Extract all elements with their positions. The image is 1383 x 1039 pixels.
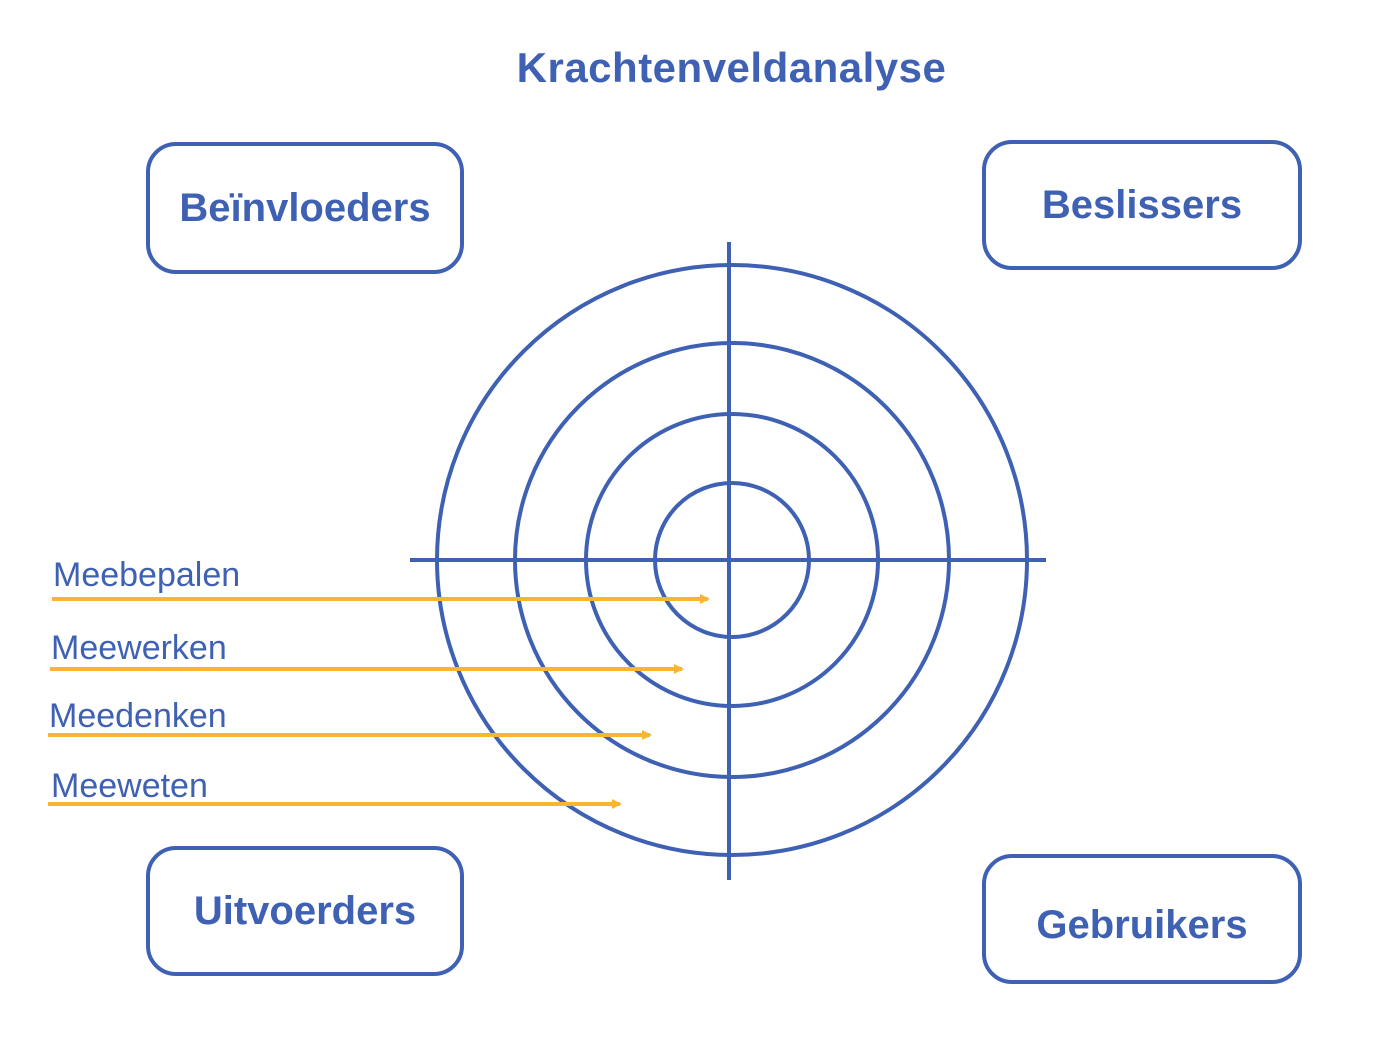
quadrant-decision-makers: Beslissers: [982, 140, 1302, 270]
level-label-meedenken: Meedenken: [49, 697, 227, 735]
level-label-meebepalen: Meebepalen: [53, 556, 241, 594]
level-label-meeweten: Meeweten: [51, 767, 208, 805]
diagram-title: Krachtenveldanalyse: [516, 44, 947, 91]
quadrant-influencers: Beïnvloeders: [146, 142, 464, 274]
quadrant-users: Gebruikers: [982, 854, 1302, 984]
quadrant-executors: Uitvoerders: [146, 846, 464, 976]
level-label-meewerken: Meewerken: [51, 629, 227, 667]
